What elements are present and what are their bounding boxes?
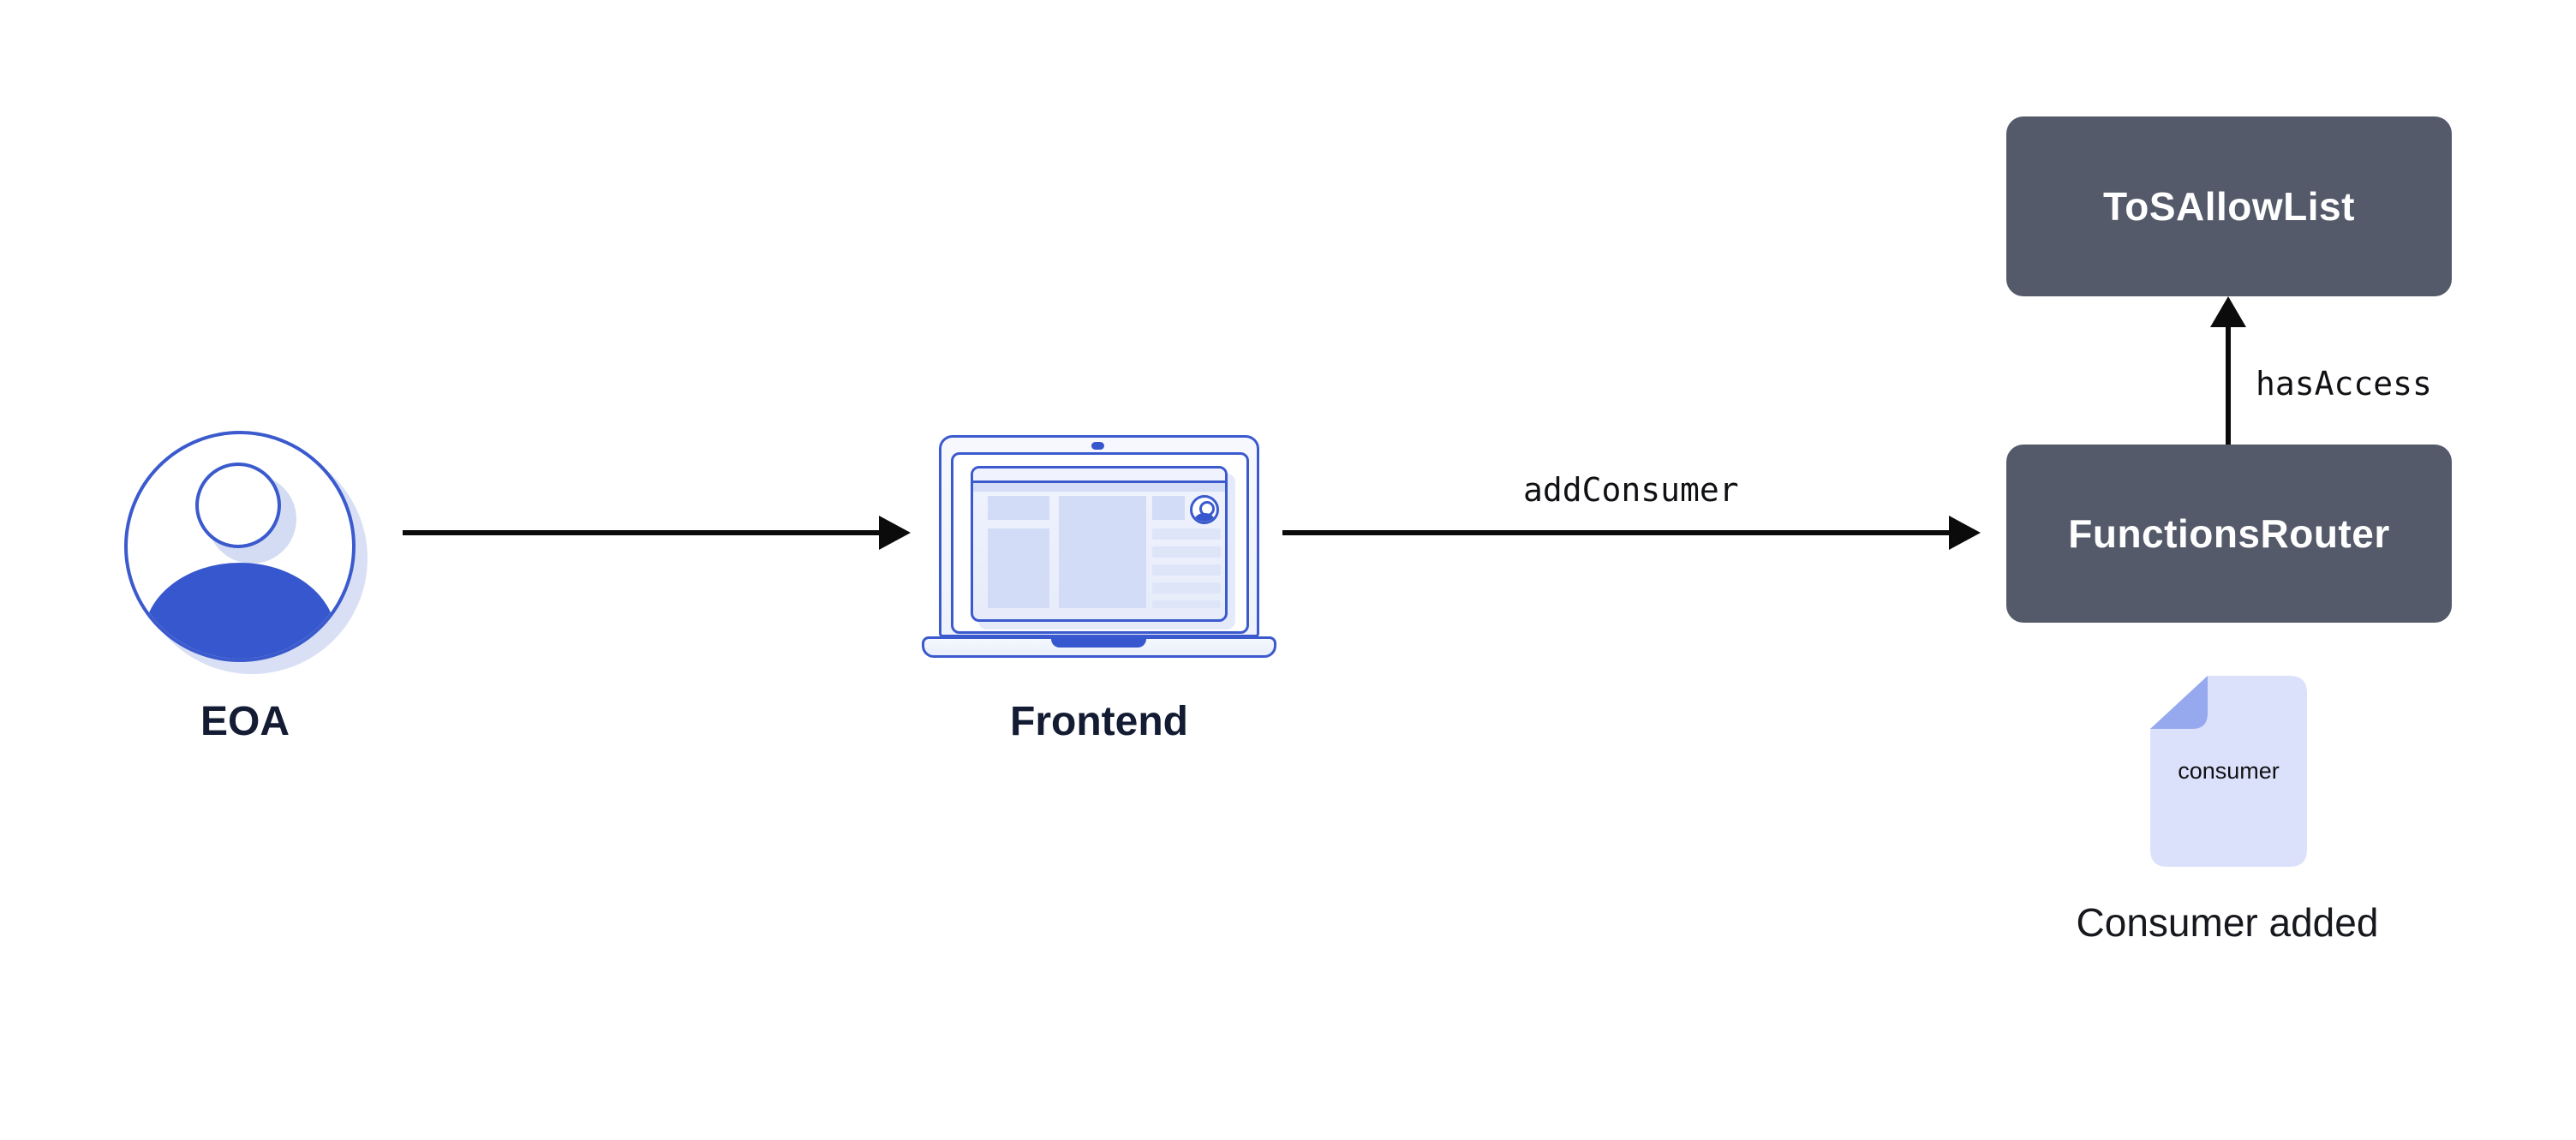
browser-block-main bbox=[1059, 496, 1146, 608]
arrow-router-to-tos bbox=[2226, 324, 2231, 445]
has-access-edge-label: hasAccess bbox=[2256, 365, 2432, 403]
browser-text-stripe bbox=[1152, 528, 1221, 540]
browser-block-left-tall bbox=[988, 528, 1049, 608]
functions-router-label: FunctionsRouter bbox=[2068, 511, 2390, 556]
arrow-frontend-to-router-head bbox=[1949, 516, 1981, 550]
add-consumer-edge-label: addConsumer bbox=[1523, 471, 1739, 509]
document-icon: consumer bbox=[2150, 676, 2307, 867]
browser-toolbar-strip bbox=[973, 483, 1225, 492]
laptop-webcam-dot bbox=[1091, 442, 1104, 450]
arrow-router-to-tos-head bbox=[2210, 296, 2246, 327]
laptop-browser-window bbox=[971, 466, 1228, 622]
arrow-frontend-to-router bbox=[1282, 530, 1949, 535]
browser-user-icon bbox=[1190, 495, 1219, 524]
consumer-added-caption: Consumer added bbox=[2076, 900, 2379, 945]
document-file-label: consumer bbox=[2178, 758, 2280, 784]
browser-text-stripe bbox=[1152, 582, 1221, 594]
functions-router-box: FunctionsRouter bbox=[2006, 445, 2452, 623]
tos-allow-list-label: ToSAllowList bbox=[2103, 184, 2355, 229]
browser-header-bar bbox=[973, 469, 1225, 483]
user-avatar-icon bbox=[124, 431, 356, 662]
arrow-eoa-to-frontend-head bbox=[879, 516, 911, 550]
tos-allow-list-box: ToSAllowList bbox=[2006, 116, 2452, 296]
avatar-shoulders bbox=[144, 563, 336, 659]
browser-block-right-top bbox=[1152, 496, 1185, 520]
eoa-label: EOA bbox=[200, 699, 290, 744]
browser-user-icon-shoulders bbox=[1194, 513, 1215, 522]
browser-text-stripe bbox=[1152, 564, 1221, 576]
arrow-eoa-to-frontend bbox=[403, 530, 881, 535]
browser-text-stripe bbox=[1152, 600, 1221, 608]
frontend-label: Frontend bbox=[1010, 699, 1188, 744]
laptop-base-notch bbox=[1051, 638, 1146, 648]
avatar-head bbox=[195, 463, 281, 548]
browser-block-left-top bbox=[988, 496, 1049, 520]
document-icon-svg bbox=[2150, 676, 2307, 867]
browser-text-stripe bbox=[1152, 546, 1221, 558]
